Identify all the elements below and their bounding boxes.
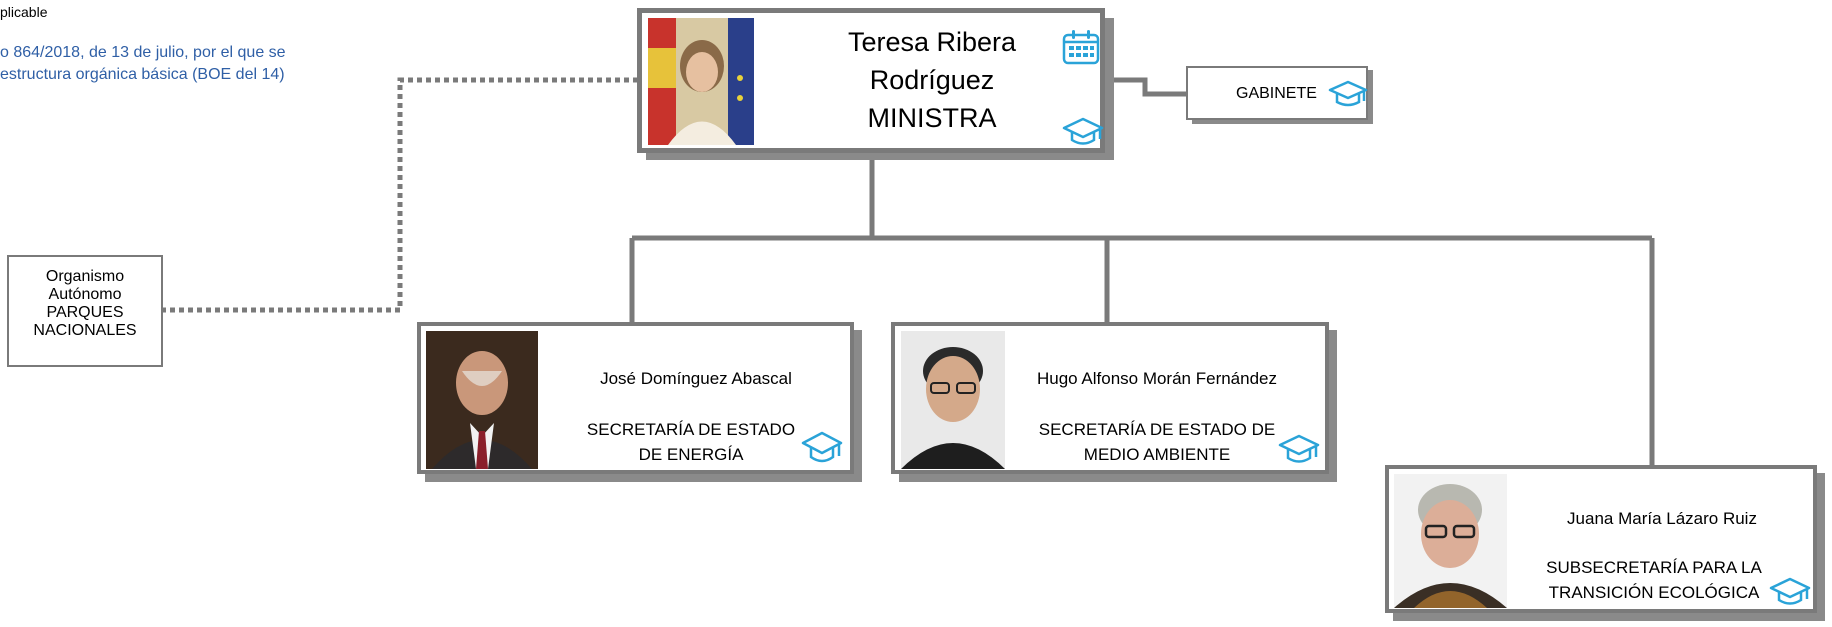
subsecretaria-role: SUBSECRETARÍA PARA LA TRANSICIÓN ECOLÓGI… xyxy=(1509,555,1799,605)
minister-name-line-1: Teresa Ribera xyxy=(847,27,1017,57)
calendar-icon[interactable] xyxy=(1062,29,1100,70)
gabinete-label: GABINETE xyxy=(1236,85,1317,102)
energia-role-line-2: DE ENERGÍA xyxy=(638,445,744,464)
medio-ambiente-role-line-1: SECRETARÍA DE ESTADO DE xyxy=(1038,420,1276,439)
gabinete-box[interactable]: GABINETE xyxy=(1186,66,1368,120)
graduation-cap-icon[interactable] xyxy=(1062,117,1104,152)
medio-ambiente-person-photo xyxy=(901,331,1005,469)
gabinete-connector xyxy=(1110,77,1188,97)
minister-name: Teresa Ribera Rodríguez MINISTRA xyxy=(802,23,1062,137)
medio-ambiente-person-name: Hugo Alfonso Morán Fernández xyxy=(1036,369,1278,388)
gabinete-graduation-cap-icon[interactable] xyxy=(1328,79,1368,114)
medio-ambiente-role-line-2: MEDIO AMBIENTE xyxy=(1083,445,1231,464)
medio-ambiente-graduation-cap-icon[interactable] xyxy=(1278,434,1320,471)
energia-person-name: José Domínguez Abascal xyxy=(600,369,792,388)
applicable-label: plicable xyxy=(0,4,48,20)
norma-line-2[interactable]: estructura orgánica básica (BOE del 14) xyxy=(0,66,285,83)
energia-role-line-1: SECRETARÍA DE ESTADO xyxy=(586,420,796,439)
medio-ambiente-role: SECRETARÍA DE ESTADO DE MEDIO AMBIENTE xyxy=(1007,417,1307,467)
minister-role: MINISTRA xyxy=(867,103,997,133)
energia-graduation-cap-icon[interactable] xyxy=(801,430,843,471)
subsecretaria-role-line-1: SUBSECRETARÍA PARA LA xyxy=(1546,558,1762,577)
minister-card[interactable]: Teresa Ribera Rodríguez MINISTRA xyxy=(637,8,1105,153)
organismo-line-1: Organismo xyxy=(45,268,125,285)
subsecretaria-person-name: Juana María Lázaro Ruiz xyxy=(1567,509,1757,528)
minister-name-line-2: Rodríguez xyxy=(869,65,995,95)
organismo-line-3: PARQUES xyxy=(46,304,124,321)
unit-card-subsecretaria[interactable]: Juana María Lázaro Ruiz SUBSECRETARÍA PA… xyxy=(1385,465,1817,613)
organismo-dotted-connector xyxy=(163,77,638,313)
organismo-box[interactable]: Organismo Autónomo PARQUES NACIONALES xyxy=(7,255,163,367)
norma-link[interactable]: o 864/2018, de 13 de julio, por el que s… xyxy=(0,42,286,86)
energia-person-photo xyxy=(426,331,538,469)
organismo-line-4: NACIONALES xyxy=(33,322,137,339)
subsecretaria-person-photo xyxy=(1394,474,1507,608)
unit-card-energia[interactable]: José Domínguez Abascal SECRETARÍA DE EST… xyxy=(417,322,854,474)
subsecretaria-graduation-cap-icon[interactable] xyxy=(1769,577,1811,612)
minister-photo xyxy=(648,18,754,145)
energia-role: SECRETARÍA DE ESTADO DE ENERGÍA xyxy=(551,417,831,467)
norma-line-1[interactable]: o 864/2018, de 13 de julio, por el que s… xyxy=(0,44,286,61)
organismo-line-2: Autónomo xyxy=(48,286,122,303)
unit-card-medio-ambiente[interactable]: Hugo Alfonso Morán Fernández SECRETARÍA … xyxy=(891,322,1329,474)
subsecretaria-role-line-2: TRANSICIÓN ECOLÓGICA xyxy=(1548,583,1760,602)
